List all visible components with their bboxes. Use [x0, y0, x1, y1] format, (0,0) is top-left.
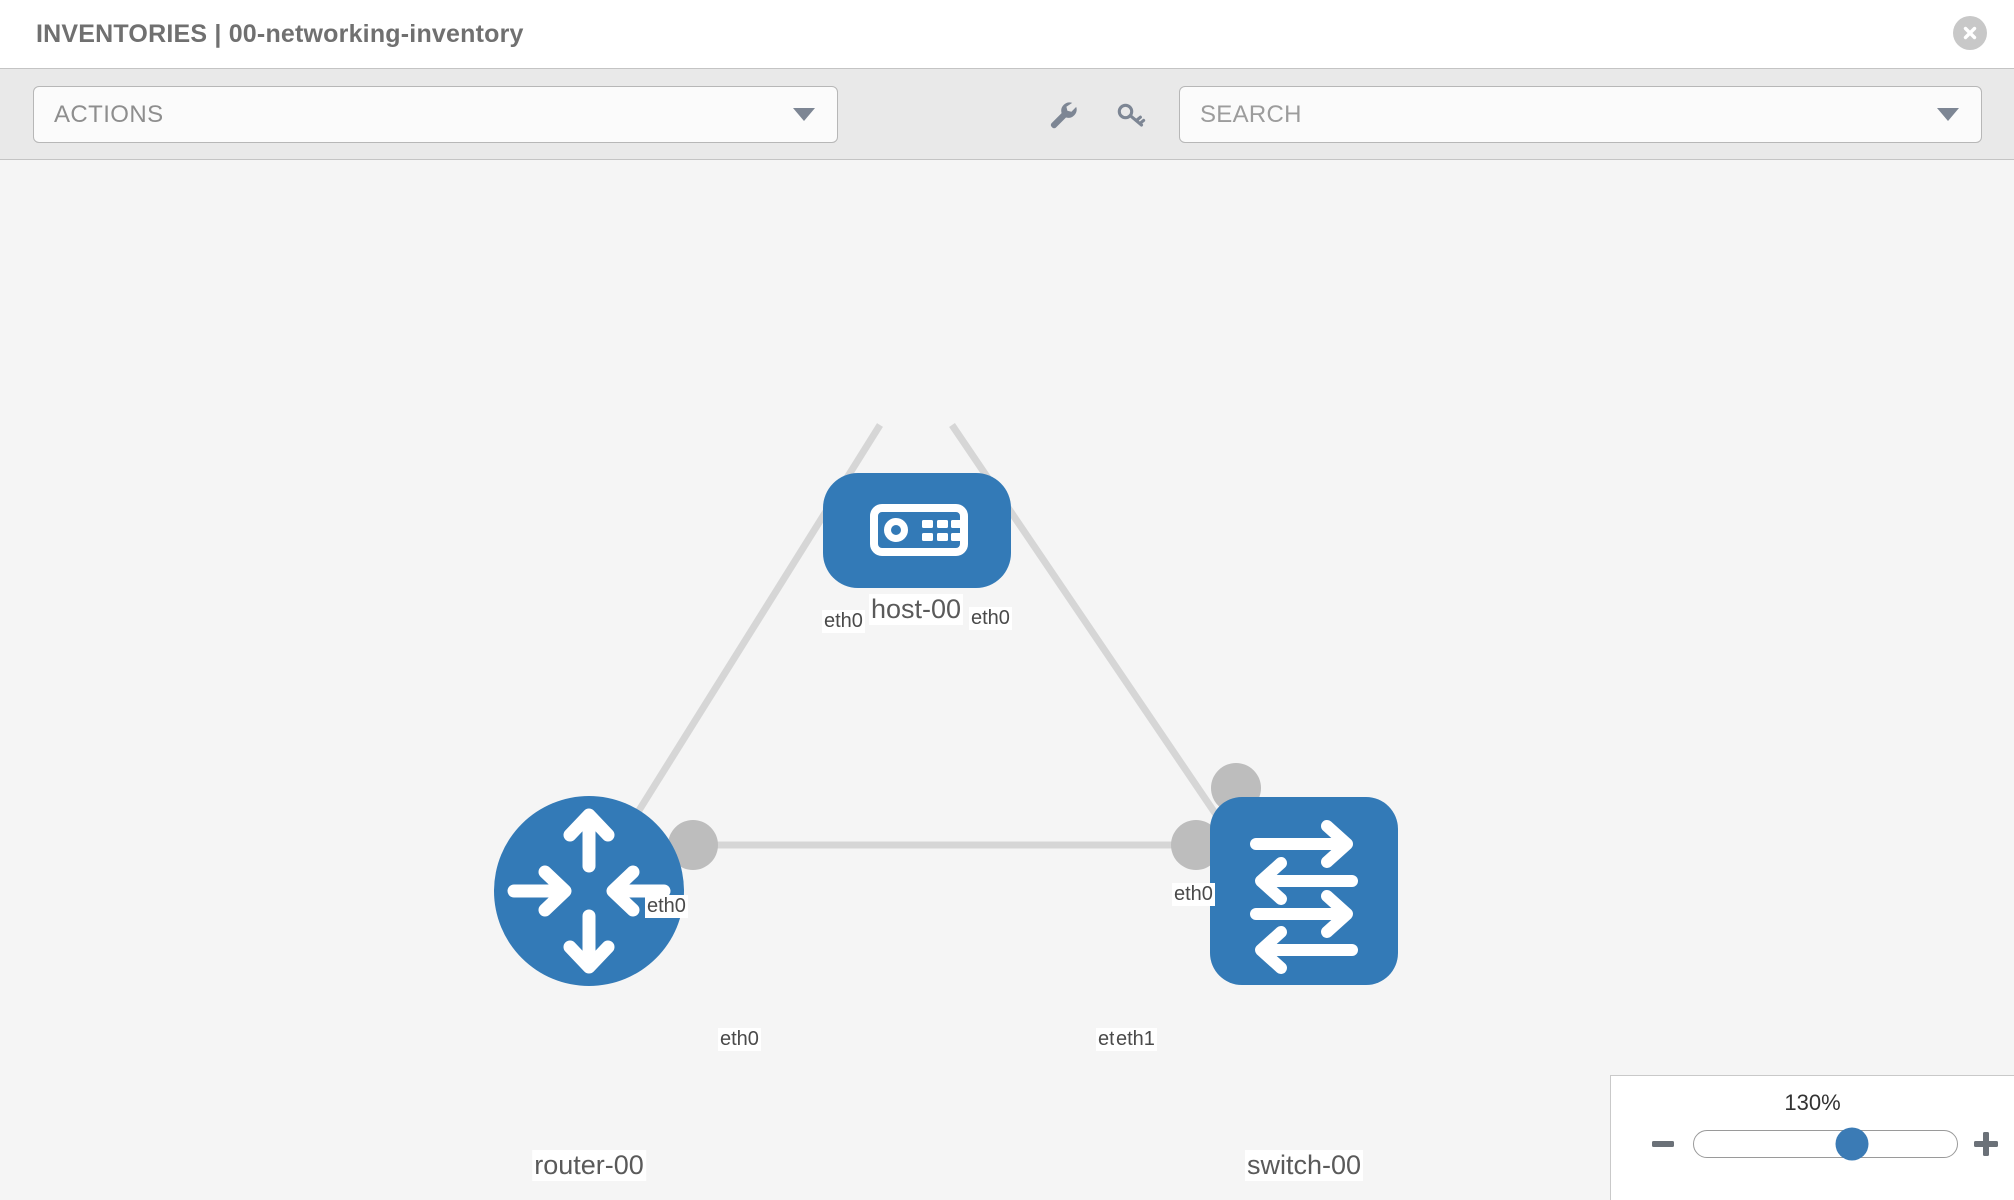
node-label-router-00: router-00	[532, 1150, 646, 1181]
wrench-icon[interactable]	[1035, 86, 1091, 143]
switch-arrows-icon	[1250, 820, 1358, 974]
zoom-control-panel: 130%	[1610, 1075, 2014, 1200]
server-appliance-icon	[870, 504, 968, 556]
interface-label: eth0	[718, 1028, 761, 1051]
zoom-level-value: 130%	[1784, 1090, 1841, 1115]
page-header: INVENTORIES | 00-networking-inventory	[0, 0, 2014, 68]
zoom-in-button[interactable]	[1964, 1124, 2008, 1164]
interface-label: eth0	[822, 610, 865, 633]
node-switch-00	[1210, 797, 1398, 985]
close-icon[interactable]	[1953, 16, 1987, 50]
zoom-slider[interactable]	[1693, 1127, 1958, 1161]
interface-label: eth0	[1172, 883, 1215, 906]
endpoint-switch-left	[1171, 820, 1221, 870]
interface-label: eth1	[1114, 1028, 1157, 1051]
zoom-out-button[interactable]	[1641, 1124, 1685, 1164]
chevron-down-icon	[793, 108, 815, 121]
interface-label: eth0	[645, 895, 688, 918]
toolbar: ACTIONS SEARCH	[0, 68, 2014, 160]
search-placeholder: SEARCH	[1200, 100, 1302, 128]
actions-dropdown[interactable]: ACTIONS	[33, 86, 838, 143]
router-arrows-icon	[507, 808, 671, 974]
node-label-switch-00: switch-00	[1244, 1150, 1364, 1181]
node-label-host-00: host-00	[868, 594, 964, 625]
topology-canvas[interactable]: host-00 router-00 switch-00 eth0 eth0 et…	[0, 160, 2014, 1200]
chevron-down-icon[interactable]	[1937, 108, 1959, 121]
interface-label: eth0	[969, 607, 1012, 630]
node-router-00	[494, 796, 684, 986]
page-title: INVENTORIES | 00-networking-inventory	[36, 19, 524, 48]
endpoint-router-right	[668, 820, 718, 870]
node-host-00	[823, 473, 1011, 588]
search-input[interactable]: SEARCH	[1179, 86, 1982, 143]
zoom-slider-thumb[interactable]	[1835, 1127, 1869, 1161]
actions-dropdown-label: ACTIONS	[54, 100, 164, 128]
key-icon[interactable]	[1103, 86, 1159, 143]
topology-endpoints	[668, 763, 1261, 870]
